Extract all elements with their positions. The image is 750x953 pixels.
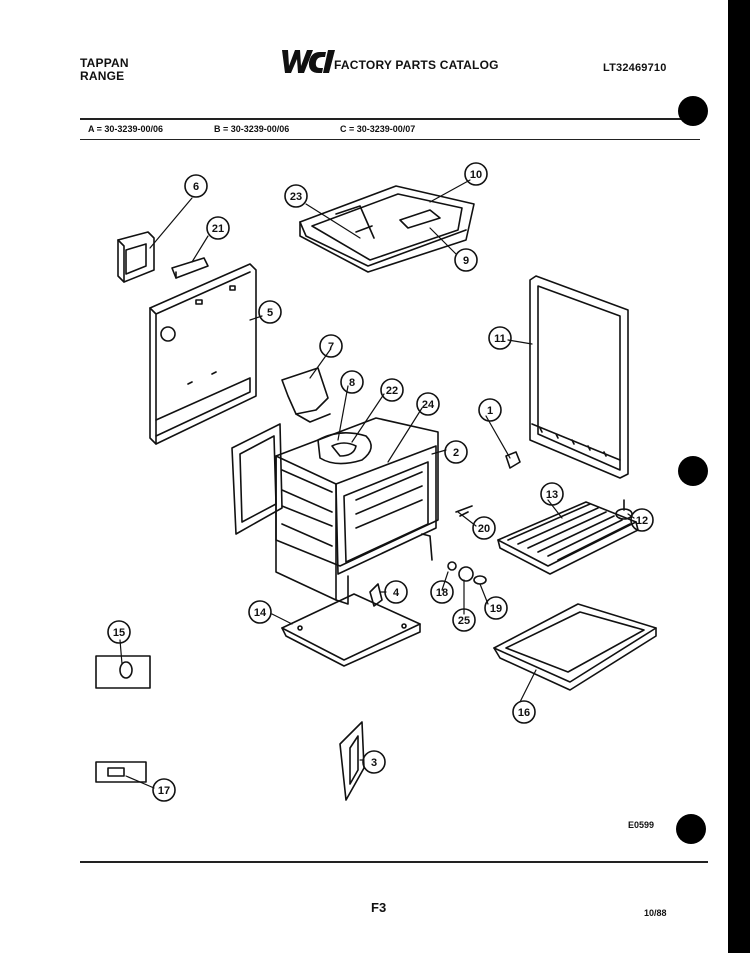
date-code: 10/88 — [644, 908, 667, 918]
callout-23: 23 — [290, 191, 302, 203]
part-7-bracket — [281, 367, 331, 423]
version-b: B = 30-3239-00/06 — [214, 124, 290, 134]
callout-20: 20 — [478, 523, 490, 535]
part-15-box — [95, 655, 151, 689]
header-rule-top — [80, 118, 700, 120]
header-rule-bottom — [80, 139, 700, 140]
binder-hole-middle — [678, 456, 708, 486]
parts-18-19-25-valve — [447, 561, 487, 585]
binder-hole-bottom — [676, 814, 706, 844]
part-1-knob — [505, 451, 521, 469]
part-14-bottom-panel — [281, 593, 421, 667]
product-label: RANGE — [80, 69, 125, 83]
part-4-clip — [369, 583, 383, 607]
burner-assembly — [317, 432, 372, 465]
callout-1: 1 — [487, 405, 493, 417]
version-a: A = 30-3239-00/06 — [88, 124, 163, 134]
callout-13: 13 — [546, 489, 558, 501]
page-number: F3 — [371, 900, 387, 915]
binder-hole-top — [678, 96, 708, 126]
part-17-box — [95, 761, 147, 783]
callout-6: 6 — [193, 181, 199, 193]
part-5-back-panel — [149, 263, 257, 445]
catalog-title: FACTORY PARTS CATALOG — [334, 58, 499, 72]
version-c: C = 30-3239-00/07 — [340, 124, 416, 134]
callout-4: 4 — [393, 587, 400, 599]
callout-10: 10 — [470, 169, 482, 181]
part-20-screw — [455, 505, 473, 517]
callout-9: 9 — [463, 255, 469, 267]
callout-7: 7 — [328, 341, 334, 353]
callout-3: 3 — [371, 757, 377, 769]
oven-body — [275, 417, 439, 605]
callout-22: 22 — [386, 385, 398, 397]
callout-18: 18 — [436, 587, 448, 599]
part-6-bracket — [117, 231, 155, 283]
callout-12: 12 — [636, 515, 648, 527]
callout-markers — [107, 162, 654, 802]
oven-door-panel — [231, 423, 283, 535]
part-16-drawer-frame — [493, 603, 657, 691]
callout-17: 17 — [158, 785, 170, 797]
callout-24: 24 — [422, 399, 435, 411]
callout-21: 21 — [212, 223, 224, 235]
wci-logo-icon — [282, 50, 335, 73]
model-number: LT32469710 — [603, 62, 667, 74]
part-13-oven-rack — [497, 501, 639, 575]
callout-8: 8 — [349, 377, 355, 389]
footer-rule — [80, 861, 708, 863]
brand-label: TAPPAN — [80, 56, 129, 70]
part-12-foot — [615, 499, 633, 520]
callout-15: 15 — [113, 627, 125, 639]
cooktop — [299, 185, 475, 273]
callout-5: 5 — [267, 307, 273, 319]
parts-catalog-page: TAPPAN RANGE FACTORY PARTS CATALOG LT324… — [0, 0, 728, 953]
callout-labels: 6 21 5 23 10 9 11 7 8 22 24 1 2 13 12 20… — [113, 169, 648, 797]
part-11-side-panel — [529, 275, 629, 479]
part-3-bracket — [339, 721, 365, 801]
part-21-plate — [171, 257, 209, 279]
callout-25: 25 — [458, 615, 470, 627]
exploded-parts-diagram: 6 21 5 23 10 9 11 7 8 22 24 1 2 13 12 20… — [95, 162, 657, 802]
callout-14: 14 — [254, 607, 267, 619]
callout-19: 19 — [490, 603, 502, 615]
callout-16: 16 — [518, 707, 530, 719]
diagram-code: E0599 — [628, 820, 655, 830]
callout-2: 2 — [453, 447, 459, 459]
callout-11: 11 — [494, 333, 506, 345]
